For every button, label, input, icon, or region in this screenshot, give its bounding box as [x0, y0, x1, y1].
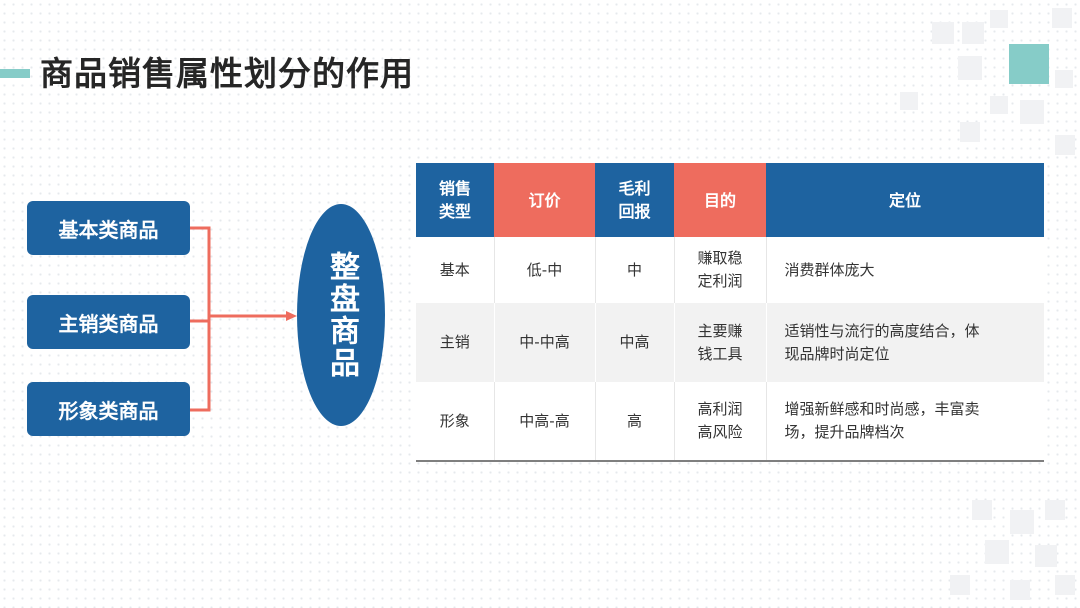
cell-type: 形象: [416, 382, 494, 462]
whole-products-ellipse: 整盘商品: [297, 204, 385, 426]
cell-position: 适销性与流行的高度结合，体现品牌时尚定位: [765, 303, 1044, 382]
ellipse-label: 整盘商品: [324, 251, 359, 379]
title-accent-bar: [0, 69, 30, 78]
header-sales-type: 销售类型: [416, 163, 494, 237]
cell-type: 基本: [416, 237, 494, 303]
connector-arrowhead: [286, 311, 297, 321]
header-price: 订价: [494, 163, 595, 237]
table-row: 基本 低-中 中 赚取稳定利润 消费群体庞大: [416, 237, 1044, 303]
cell-type: 主销: [416, 303, 494, 382]
cell-position: 消费群体庞大: [765, 237, 1044, 303]
category-box-main: 主销类商品: [27, 295, 190, 349]
sales-attribute-table: 销售类型 订价 毛利回报 目的 定位 基本 低-中 中 赚取稳定利润 消费群体庞…: [416, 163, 1044, 462]
cell-price: 低-中: [493, 237, 595, 303]
cell-price: 中高-高: [493, 382, 595, 462]
cell-purpose: 赚取稳定利润: [673, 237, 766, 303]
header-position: 定位: [766, 163, 1044, 237]
table-row: 形象 中高-高 高 高利润高风险 增强新鲜感和时尚感，丰富卖场，提升品牌档次: [416, 382, 1044, 462]
table-row: 主销 中-中高 中高 主要赚钱工具 适销性与流行的高度结合，体现品牌时尚定位: [416, 303, 1044, 382]
cell-margin: 高: [594, 382, 674, 462]
cell-position: 增强新鲜感和时尚感，丰富卖场，提升品牌档次: [765, 382, 1044, 462]
cell-purpose: 主要赚钱工具: [673, 303, 766, 382]
cell-purpose: 高利润高风险: [673, 382, 766, 462]
category-box-basic: 基本类商品: [27, 201, 190, 255]
page-title: 商品销售属性划分的作用: [40, 54, 414, 93]
cell-price: 中-中高: [493, 303, 595, 382]
header-margin: 毛利回报: [595, 163, 674, 237]
category-box-image: 形象类商品: [27, 382, 190, 436]
teal-accent-square: [1009, 44, 1049, 84]
table-header-row: 销售类型 订价 毛利回报 目的 定位: [416, 163, 1044, 237]
header-purpose: 目的: [674, 163, 766, 237]
cell-margin: 中高: [594, 303, 674, 382]
cell-margin: 中: [594, 237, 674, 303]
